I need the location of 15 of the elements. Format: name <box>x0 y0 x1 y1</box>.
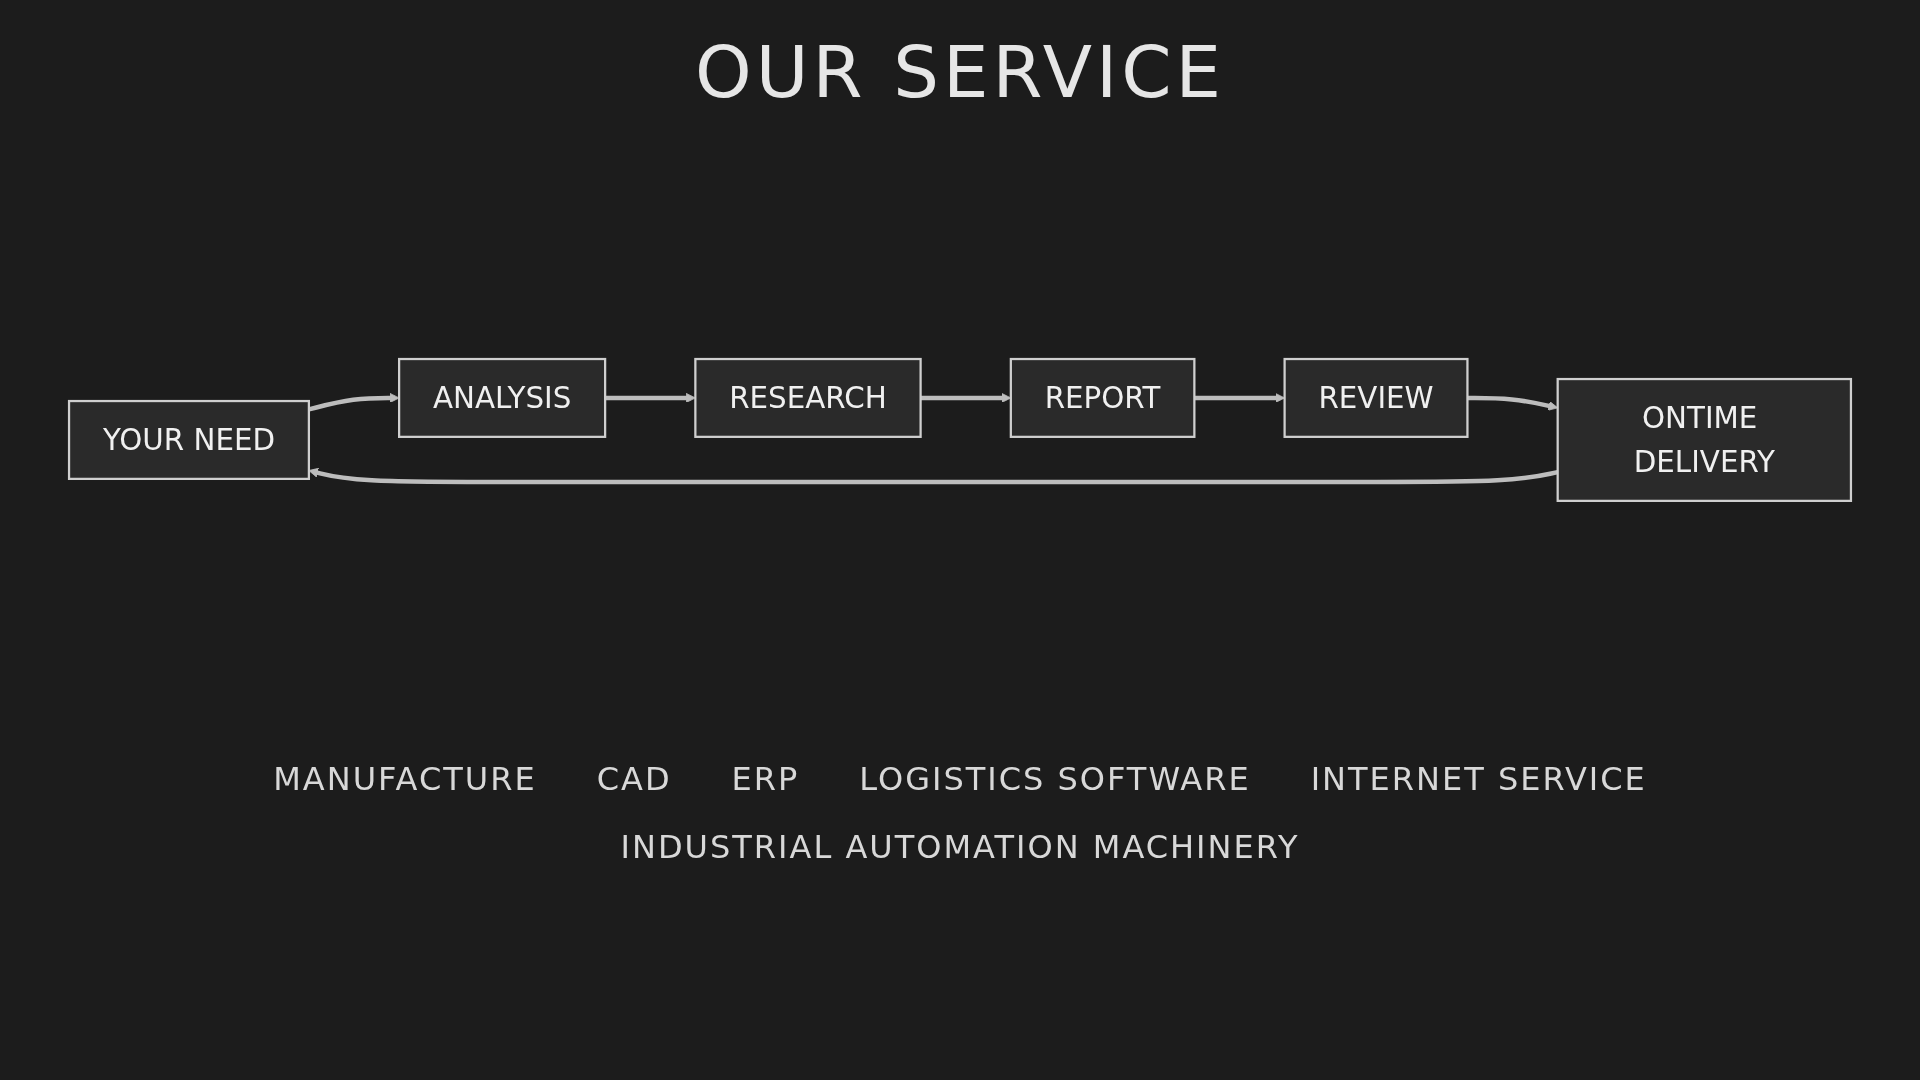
node-box: ONTIME DELIVERY <box>1556 377 1853 503</box>
label: CAD <box>596 760 672 798</box>
node-box: REVIEW <box>1283 357 1469 439</box>
arrow <box>605 393 696 403</box>
label: MANUFACTURE <box>273 760 537 798</box>
label: LOGISTICS SOFTWARE <box>859 760 1251 798</box>
node-box: RESEARCH <box>694 357 922 439</box>
node-box: REPORT <box>1009 357 1196 439</box>
node-box: ANALYSIS <box>398 357 607 439</box>
arrow <box>308 393 400 412</box>
title: OUR SERVICE <box>694 30 1226 114</box>
label: INDUSTRIAL AUTOMATION MACHINERY <box>620 828 1300 866</box>
label: INTERNET SERVICE <box>1310 760 1647 798</box>
label: ERP <box>731 760 800 798</box>
node-box: YOUR NEED <box>67 399 310 481</box>
